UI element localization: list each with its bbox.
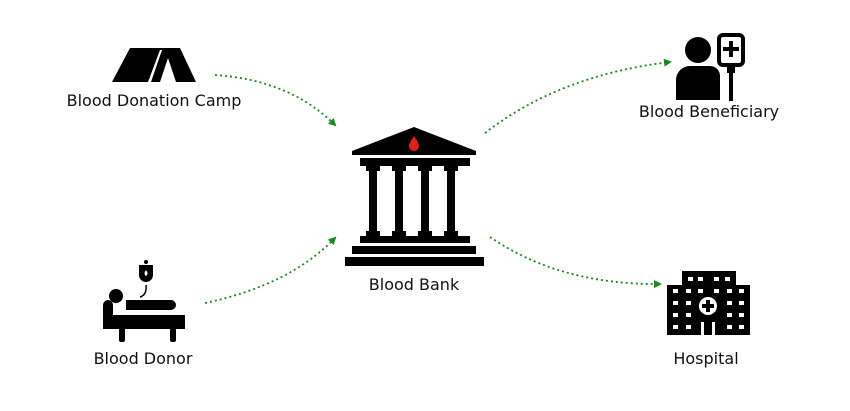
arrow-bank-to-hospital (489, 236, 662, 289)
arrow-camp-to-bank (214, 74, 337, 127)
label-hospital: Hospital (673, 349, 738, 368)
arrow-bank-to-beneficiary (484, 58, 672, 134)
label-blood-donation-camp: Blood Donation Camp (67, 91, 242, 110)
label-blood-bank: Blood Bank (369, 275, 460, 294)
tent-icon (112, 48, 196, 82)
patient-bed-iv-icon (103, 260, 185, 342)
hospital-building-icon (667, 271, 750, 335)
label-blood-beneficiary: Blood Beneficiary (639, 102, 779, 121)
blood-drop-icon (409, 136, 419, 151)
person-iv-bag-icon (676, 33, 745, 101)
label-blood-donor: Blood Donor (94, 349, 193, 368)
arrow-donor-to-bank (204, 236, 337, 304)
